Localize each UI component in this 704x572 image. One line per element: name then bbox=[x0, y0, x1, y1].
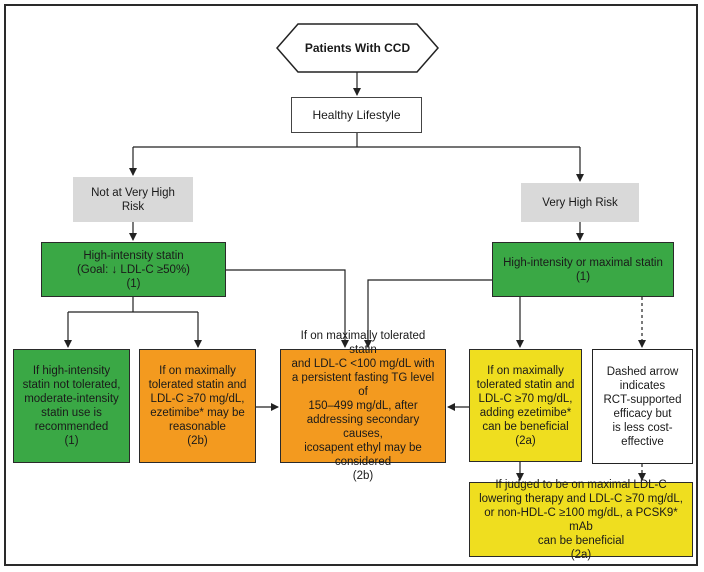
start-hexagon bbox=[276, 23, 439, 73]
pcsk9-mab-box: If judged to be on maximal LDL-C lowerin… bbox=[469, 479, 693, 561]
icosapent-ethyl-box: If on maximally tolerated statin and LDL… bbox=[280, 330, 446, 482]
ezetimibe-reasonable-box: If on maximally tolerated statin and LDL… bbox=[139, 349, 256, 463]
maximal-statin-box: High-intensity or maximal statin (1) bbox=[492, 242, 674, 297]
start-node-label: Patients With CCD bbox=[304, 41, 411, 55]
not-very-high-risk-box: Not at Very High Risk bbox=[73, 177, 193, 222]
very-high-risk-box: Very High Risk bbox=[521, 183, 639, 222]
moderate-intensity-statin-box: If high-intensity statin not tolerated, … bbox=[13, 349, 130, 463]
diagram-frame bbox=[4, 4, 698, 566]
arrow-right-statin-to-center bbox=[364, 279, 492, 348]
dashed-arrow-legend-box: Dashed arrow indicates RCT-supported eff… bbox=[592, 349, 693, 464]
healthy-lifestyle-box: Healthy Lifestyle bbox=[291, 97, 422, 133]
ezetimibe-beneficial-box: If on maximally tolerated statin and LDL… bbox=[469, 349, 582, 462]
arrow-left-statin-to-center bbox=[226, 269, 349, 348]
high-intensity-statin-box: High-intensity statin (Goal: ↓ LDL-C ≥50… bbox=[41, 242, 226, 297]
